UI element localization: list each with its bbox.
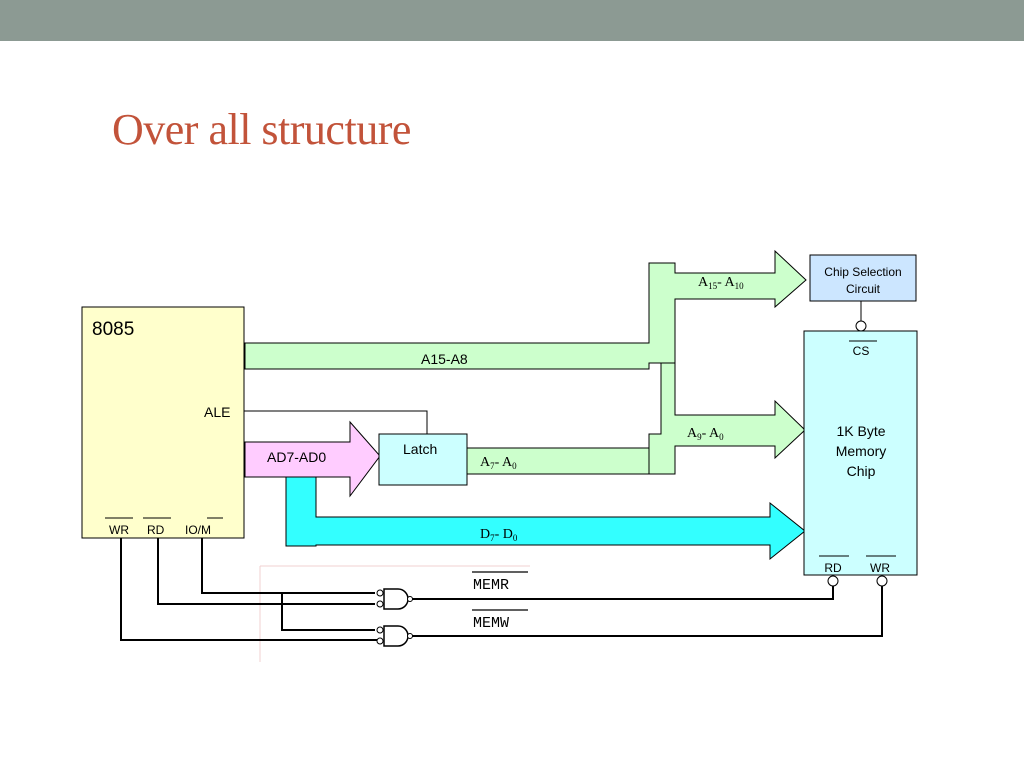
- memory-line2: Memory: [836, 443, 887, 459]
- memw-label: MEMW: [473, 615, 509, 632]
- chip-select-line2: Circuit: [846, 282, 881, 296]
- ad-bus-label: AD7-AD0: [267, 449, 326, 465]
- memr-wire: [412, 586, 834, 600]
- memory-rd-label: RD: [824, 561, 842, 575]
- ale-line: [244, 410, 428, 434]
- latch-block: [378, 433, 468, 486]
- latched-address-bus: [466, 447, 650, 475]
- chip-select-line1: Chip Selection: [824, 265, 901, 279]
- ale-label: ALE: [204, 404, 230, 420]
- iom-branch-wire: [281, 593, 375, 631]
- mem-wr-bubble: [876, 575, 888, 587]
- memw-wire: [412, 586, 883, 637]
- select-address-label: A15- A10: [698, 275, 744, 291]
- page-title: Over all structure: [112, 105, 411, 154]
- memory-cs-label: CS: [853, 344, 870, 358]
- cpu-block: [81, 306, 245, 539]
- memr-gate: [376, 588, 413, 610]
- cpu-name: 8085: [92, 319, 134, 340]
- iom-wire: [201, 538, 375, 594]
- memory-line1: 1K Byte: [836, 423, 885, 439]
- top-bar: [0, 0, 1024, 41]
- control-wiring: [120, 538, 883, 641]
- rd-wire: [157, 538, 375, 605]
- cpu-rd-label: RD: [147, 523, 165, 537]
- chip-select-block: [809, 254, 917, 302]
- memory-wr-label: WR: [870, 561, 890, 575]
- cs-bubble: [855, 320, 867, 332]
- wr-wire: [120, 538, 380, 641]
- memory-line3: Chip: [847, 463, 876, 479]
- high-address-bus: [244, 249, 807, 370]
- memw-gate: [376, 625, 413, 647]
- memr-label: MEMR: [473, 577, 509, 594]
- memory-address-bus: [648, 362, 806, 475]
- high-address-label: A15-A8: [421, 351, 468, 367]
- mem-rd-bubble: [827, 575, 839, 587]
- ad-bus-arrow: [244, 420, 381, 498]
- memory-chip-block: [803, 330, 918, 576]
- data-bus-arrow: [285, 476, 806, 561]
- memory-address-label: A9- A0: [687, 426, 724, 442]
- cpu-iom-label: IO/M: [185, 523, 211, 537]
- data-bus-label: D7- D0: [480, 527, 518, 543]
- cpu-wr-label: WR: [109, 523, 129, 537]
- latch-label: Latch: [403, 441, 437, 457]
- latched-address-label: A7- A0: [480, 455, 517, 471]
